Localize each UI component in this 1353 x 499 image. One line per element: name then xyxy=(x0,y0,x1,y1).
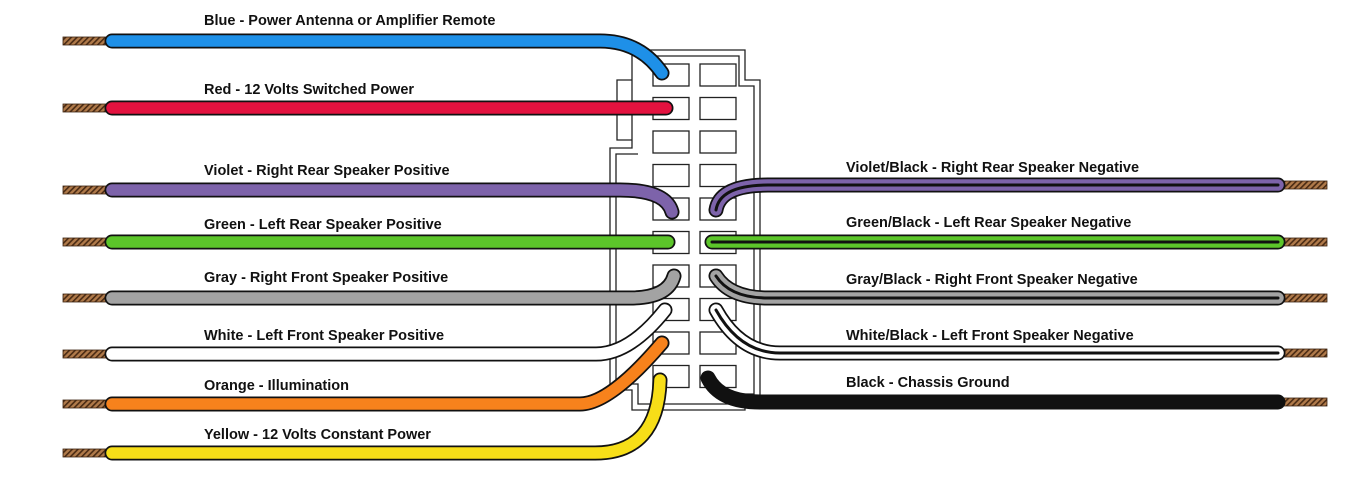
wire-orange xyxy=(104,335,670,412)
wire-label-green: Green - Left Rear Speaker Positive xyxy=(204,217,442,233)
copper-strand xyxy=(62,237,112,247)
copper-strand xyxy=(62,36,112,46)
wire-label-white-black: White/Black - Left Front Speaker Negativ… xyxy=(846,328,1134,344)
wire-blue xyxy=(104,33,670,81)
right-wires xyxy=(700,177,1328,410)
copper-strand xyxy=(62,293,112,303)
copper-strand xyxy=(1278,397,1328,407)
copper-strand xyxy=(1278,293,1328,303)
wire-white xyxy=(104,302,673,362)
wire-label-red: Red - 12 Volts Switched Power xyxy=(204,82,414,98)
wire-label-white: White - Left Front Speaker Positive xyxy=(204,328,444,344)
wire-label-violet: Violet - Right Rear Speaker Positive xyxy=(204,163,450,179)
copper-strand xyxy=(1278,237,1328,247)
left-wires xyxy=(62,33,682,461)
wire-gray-black xyxy=(708,268,1286,306)
left-labels: Blue - Power Antenna or Amplifier Remote… xyxy=(204,13,495,443)
copper-strand xyxy=(62,399,112,409)
connector-cavity xyxy=(652,163,690,188)
wire-label-green-black: Green/Black - Left Rear Speaker Negative xyxy=(846,215,1131,231)
wire-yellow xyxy=(104,372,668,461)
wire-label-orange: Orange - Illumination xyxy=(204,378,349,394)
copper-strand xyxy=(1278,180,1328,190)
wire-black xyxy=(700,370,1286,410)
copper-strand xyxy=(62,103,112,113)
wire-label-violet-black: Violet/Black - Right Rear Speaker Negati… xyxy=(846,160,1139,176)
wire-label-gray-black: Gray/Black - Right Front Speaker Negativ… xyxy=(846,272,1138,288)
wire-white-black xyxy=(708,302,1286,361)
wire-label-black: Black - Chassis Ground xyxy=(846,375,1010,391)
wire-violet xyxy=(104,182,680,220)
connector-cavity xyxy=(699,63,737,87)
copper-strand xyxy=(1278,348,1328,358)
wire-label-gray: Gray - Right Front Speaker Positive xyxy=(204,270,448,286)
copper-strand xyxy=(62,349,112,359)
wire-violet-black xyxy=(708,177,1286,218)
right-labels: Violet/Black - Right Rear Speaker Negati… xyxy=(846,160,1139,391)
copper-strand xyxy=(62,185,112,195)
wire-label-yellow: Yellow - 12 Volts Constant Power xyxy=(204,427,431,443)
connector-cavity xyxy=(699,163,737,188)
copper-strand xyxy=(62,448,112,458)
wire-gray xyxy=(104,268,682,306)
connector-cavity xyxy=(699,96,737,121)
wire-label-blue: Blue - Power Antenna or Amplifier Remote xyxy=(204,13,495,29)
connector-cavity xyxy=(699,130,737,154)
connector-cavity xyxy=(652,130,690,154)
